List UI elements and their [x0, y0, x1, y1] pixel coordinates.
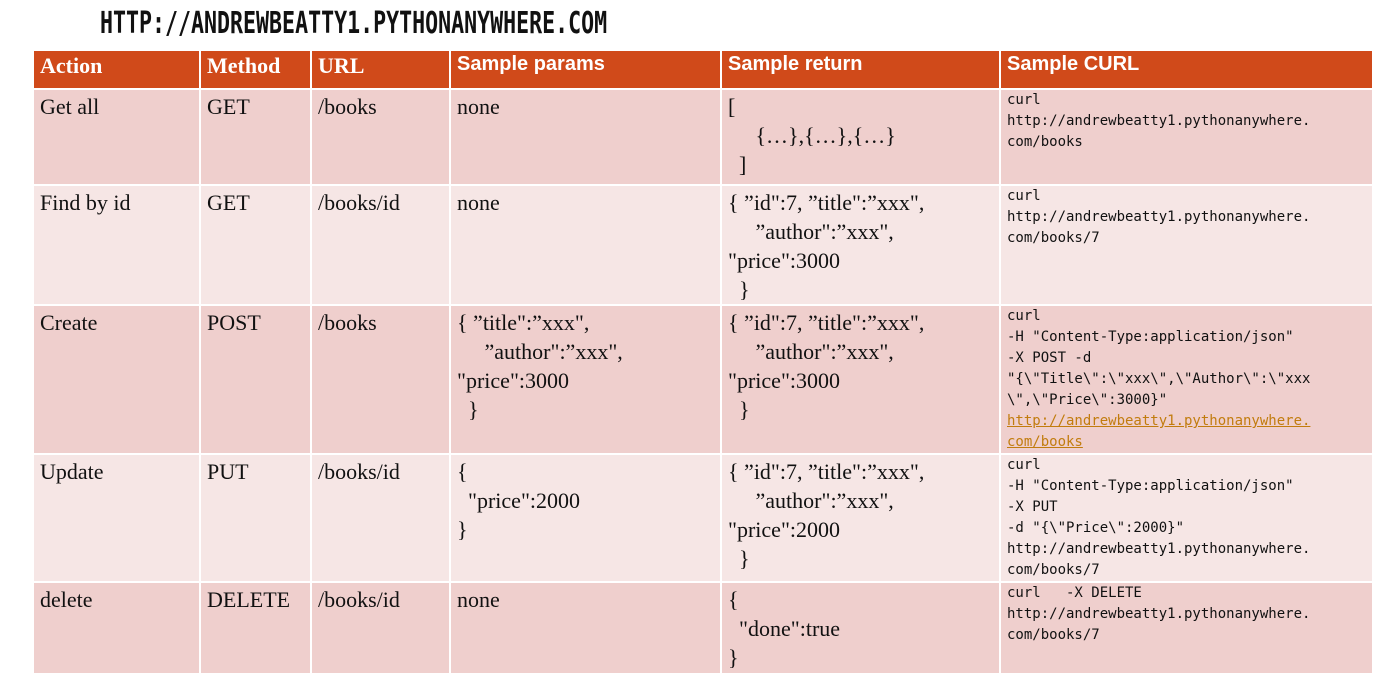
cell-return: { ”id":7, ”title":”xxx", ”author":”xxx",… [720, 304, 1001, 455]
table-row: Create POST /books { ”title":”xxx", ”aut… [32, 304, 1374, 455]
cell-method: GET [199, 184, 312, 306]
cell-url: /books [310, 304, 451, 455]
cell-curl: curl http://andrewbeatty1.pythonanywhere… [999, 88, 1374, 186]
cell-curl: curl -X DELETE http://andrewbeatty1.pyth… [999, 581, 1374, 675]
curl-line: \",\"Price\":3000}" [1007, 392, 1168, 408]
header-url: URL [310, 49, 451, 90]
table-row: Get all GET /books none [ {…},{…},{…} ] … [32, 88, 1374, 186]
curl-line: -X POST -d [1007, 350, 1092, 366]
cell-return: { ”id":7, ”title":”xxx", ”author":”xxx",… [720, 453, 1001, 583]
curl-url-link[interactable]: http://andrewbeatty1.pythonanywhere. com… [1007, 413, 1311, 450]
cell-return: { ”id":7, ”title":”xxx", ”author":”xxx",… [720, 184, 1001, 306]
slide-title: HTTP://ANDREWBEATTY1.PYTHONANYWHERE.COM [100, 6, 608, 41]
cell-curl: curl -H "Content-Type:application/json" … [999, 304, 1374, 455]
cell-url: /books/id [310, 581, 451, 675]
cell-url: /books/id [310, 184, 451, 306]
header-method: Method [199, 49, 312, 90]
cell-url: /books/id [310, 453, 451, 583]
curl-line: -H "Content-Type:application/json" [1007, 329, 1294, 345]
header-params: Sample params [449, 49, 722, 90]
cell-params: { "price":2000 } [449, 453, 722, 583]
cell-action: Create [32, 304, 201, 455]
cell-params: none [449, 88, 722, 186]
table-row: delete DELETE /books/id none { "done":tr… [32, 581, 1374, 675]
cell-params: none [449, 581, 722, 675]
header-return: Sample return [720, 49, 1001, 90]
cell-method: GET [199, 88, 312, 186]
cell-params: none [449, 184, 722, 306]
cell-action: Get all [32, 88, 201, 186]
cell-params: { ”title":”xxx", ”author":”xxx", "price"… [449, 304, 722, 455]
cell-return: [ {…},{…},{…} ] [720, 88, 1001, 186]
header-row: Action Method URL Sample params Sample r… [32, 49, 1374, 90]
cell-action: delete [32, 581, 201, 675]
api-table: Action Method URL Sample params Sample r… [32, 49, 1374, 675]
cell-url: /books [310, 88, 451, 186]
curl-line: "{\"Title\":\"xxx\",\"Author\":\"xxx [1007, 371, 1311, 387]
cell-method: POST [199, 304, 312, 455]
table-row: Update PUT /books/id { "price":2000 } { … [32, 453, 1374, 583]
cell-action: Update [32, 453, 201, 583]
cell-method: PUT [199, 453, 312, 583]
cell-curl: curl -H "Content-Type:application/json" … [999, 453, 1374, 583]
cell-return: { "done":true } [720, 581, 1001, 675]
cell-method: DELETE [199, 581, 312, 675]
cell-action: Find by id [32, 184, 201, 306]
header-action: Action [32, 49, 201, 90]
curl-line: curl [1007, 308, 1041, 324]
table-row: Find by id GET /books/id none { ”id":7, … [32, 184, 1374, 306]
cell-curl: curl http://andrewbeatty1.pythonanywhere… [999, 184, 1374, 306]
header-curl: Sample CURL [999, 49, 1374, 90]
